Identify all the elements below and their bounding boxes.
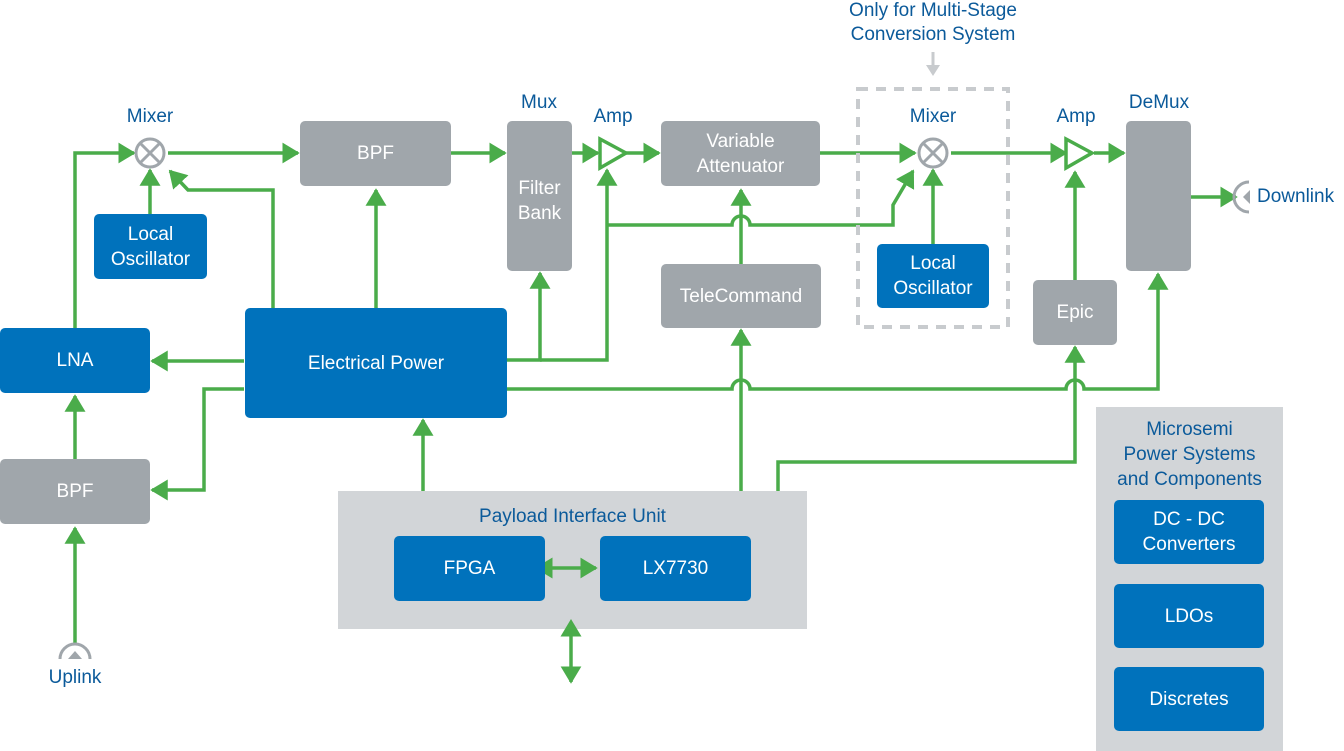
multistage-pointer-arrow-icon [926,52,940,76]
piu-title: Payload Interface Unit [479,506,666,527]
downlink-label: Downlink [1257,186,1335,207]
lx7730-block[interactable]: LX7730 [600,536,751,601]
variable-attenuator-label-1: Variable [706,130,775,152]
mux-label: Mux [521,92,557,113]
dc-dc-label-1: DC - DC [1153,509,1225,530]
local-oscillator-2-block[interactable]: Local Oscillator [877,244,989,308]
amp1-icon [598,136,630,172]
demux-block[interactable] [1126,121,1191,271]
power-to-demux [506,272,1169,391]
fpga-label: FPGA [443,558,496,579]
variable-attenuator-label-2: Attenuator [696,155,785,177]
dc-dc-converters-block[interactable]: DC - DC Converters [1114,500,1264,564]
piu-to-epic [776,345,1086,491]
mixer1-label: Mixer [126,106,174,127]
amp1-label: Amp [593,106,633,127]
multistage-note-line2: Conversion System [850,24,1016,45]
mixer2-icon [917,137,949,169]
telecommand-block[interactable]: TeleCommand [661,264,821,328]
epic-block[interactable]: Epic [1033,280,1117,345]
amp2-icon [1064,136,1096,172]
downlink-antenna-icon [1232,180,1250,214]
power-to-amp1 [540,168,618,362]
mixer2-label: Mixer [909,106,957,127]
lna-block[interactable]: LNA [0,328,150,393]
filter-bank-label-1: Filter [518,178,561,199]
ldos-label: LDOs [1164,605,1214,627]
power-to-mixer1 [168,169,275,308]
uplink-label: Uplink [48,667,102,688]
bpf-bottom-label: BPF [56,481,94,502]
multistage-dashed-box [856,87,1010,329]
bpf-top-label: BPF [357,143,394,164]
electrical-power-block[interactable]: Electrical Power [245,308,507,418]
local-oscillator-1-block[interactable]: Local Oscillator [94,214,207,279]
power-to-mixer2 [607,169,915,227]
dc-dc-label-2: Converters [1142,534,1236,555]
filter-bank-block[interactable]: Filter Bank [507,121,572,271]
uplink-antenna-icon [58,642,92,660]
telecommand-label: TeleCommand [679,285,803,307]
amp2-label: Amp [1056,106,1096,127]
demux-label: DeMux [1128,92,1190,113]
multistage-note-line1: Only for Multi-Stage [849,0,1017,21]
bpf-top-block[interactable]: BPF [300,121,451,186]
variable-attenuator-block[interactable]: Variable Attenuator [661,121,820,186]
bpf-bottom-block[interactable]: BPF [0,459,150,524]
mixer1-icon [134,137,166,169]
local-oscillator-1-label-1: Local [127,223,174,245]
power-to-filterbank [506,271,551,362]
electrical-power-label: Electrical Power [307,352,445,374]
power-to-bpf-bottom [150,387,244,501]
fpga-block[interactable]: FPGA [394,536,545,601]
lna-to-mixer1 [73,142,136,328]
lx7730-label: LX7730 [642,558,709,579]
microsemi-title-3: and Components [1117,469,1262,490]
microsemi-title-2: Power Systems [1123,444,1256,465]
local-oscillator-1-label-2: Oscillator [110,248,191,270]
ldos-block[interactable]: LDOs [1114,584,1264,648]
discretes-label: Discretes [1149,688,1229,710]
discretes-block[interactable]: Discretes [1114,667,1264,731]
lna-label: LNA [56,350,94,371]
epic-label: Epic [1056,302,1094,323]
filter-bank-label-2: Bank [517,203,562,224]
local-oscillator-2-label-1: Local [910,253,956,274]
local-oscillator-2-label-2: Oscillator [893,278,973,299]
microsemi-title-1: Microsemi [1146,419,1233,440]
